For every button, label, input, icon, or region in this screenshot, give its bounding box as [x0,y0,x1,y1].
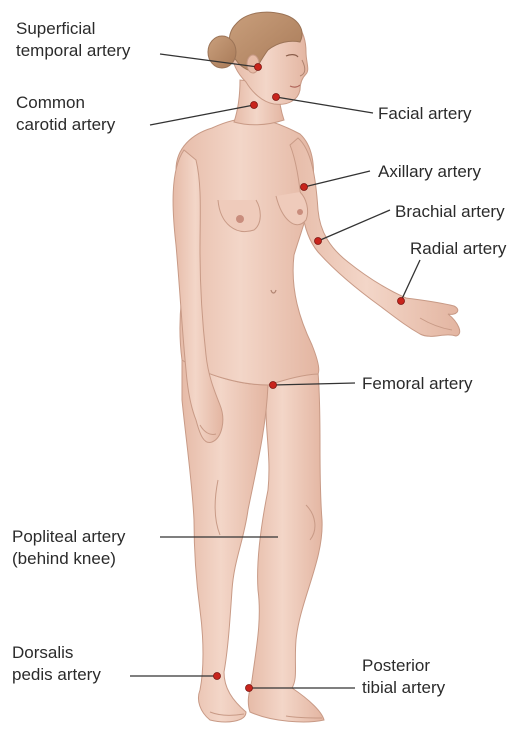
label-line: pedis artery [12,664,101,686]
label-facial-artery: Facial artery [378,103,472,125]
label-line: tibial artery [362,677,445,699]
leader-brachial [318,210,390,241]
pulse-point-femoral [270,382,277,389]
label-line: Facial artery [378,103,472,125]
pulse-point-radial [398,298,405,305]
label-line: (behind knee) [12,548,125,570]
label-popliteal-artery: Popliteal artery (behind knee) [12,526,125,570]
nipple-left [236,215,244,223]
label-axillary-artery: Axillary artery [378,161,481,183]
label-line: Brachial artery [395,201,505,223]
label-common-carotid-artery: Common carotid artery [16,92,115,136]
leader-facial [276,97,373,113]
pulse-point-superficial-temporal [255,64,262,71]
label-line: Axillary artery [378,161,481,183]
label-dorsalis-pedis-artery: Dorsalis pedis artery [12,642,101,686]
pulse-point-axillary [301,184,308,191]
label-brachial-artery: Brachial artery [395,201,505,223]
label-line: Dorsalis [12,642,101,664]
label-line: carotid artery [16,114,115,136]
label-line: Posterior [362,655,445,677]
label-superficial-temporal-artery: Superficial temporal artery [16,18,130,62]
pulse-point-brachial [315,238,322,245]
label-line: Popliteal artery [12,526,125,548]
pulse-point-posterior-tibial [246,685,253,692]
label-radial-artery: Radial artery [410,238,506,260]
label-line: temporal artery [16,40,130,62]
pulse-point-dorsalis-pedis [214,673,221,680]
pulse-point-common-carotid [251,102,258,109]
label-posterior-tibial-artery: Posterior tibial artery [362,655,445,699]
nipple-right [297,209,303,215]
label-line: Superficial [16,18,130,40]
leader-radial [401,260,420,301]
label-line: Femoral artery [362,373,473,395]
label-femoral-artery: Femoral artery [362,373,473,395]
pulse-point-facial [273,94,280,101]
label-line: Radial artery [410,238,506,260]
label-line: Common [16,92,115,114]
